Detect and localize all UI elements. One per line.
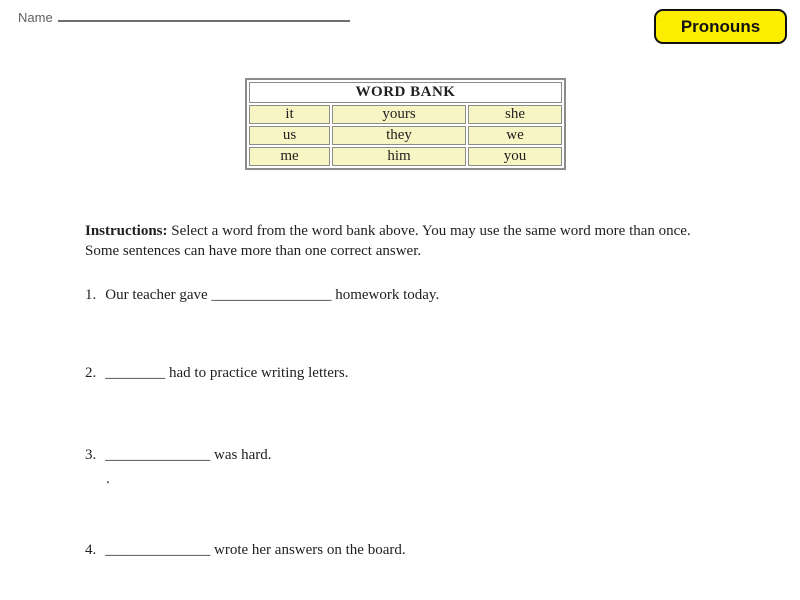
name-label: Name	[18, 10, 53, 25]
question-number: 3.	[85, 447, 97, 463]
pronouns-badge: Pronouns	[654, 9, 787, 44]
word-bank-cell: she	[468, 105, 562, 124]
word-bank-cell: it	[249, 105, 330, 124]
answer-blank[interactable]: ________	[105, 365, 166, 381]
instructions-text: Select a word from the word bank above. …	[85, 223, 691, 259]
table-row: us they we	[249, 126, 562, 145]
question-text-after: had to practice writing letters.	[169, 365, 349, 381]
question-text-after: wrote her answers on the board.	[214, 542, 406, 558]
badge-label: Pronouns	[680, 16, 761, 36]
question-number: 4.	[85, 542, 97, 558]
name-row: Name	[18, 10, 350, 25]
word-bank-cell: you	[468, 147, 562, 166]
table-row: me him you	[249, 147, 562, 166]
question-2: 2. ________ had to practice writing lette…	[85, 365, 349, 382]
word-bank-cell: me	[249, 147, 330, 166]
table-row: it yours she	[249, 105, 562, 124]
question-text-after: was hard.	[214, 447, 272, 463]
word-bank-header-row: WORD BANK	[249, 82, 562, 103]
word-bank-cell: him	[332, 147, 466, 166]
instructions-label: Instructions:	[85, 223, 168, 239]
answer-blank[interactable]: ________________	[211, 287, 332, 303]
question-number: 2.	[85, 365, 97, 381]
word-bank-cell: we	[468, 126, 562, 145]
question-number: 1.	[85, 287, 97, 303]
word-bank-table: WORD BANK it yours she us they we me him…	[245, 78, 566, 170]
word-bank-title: WORD BANK	[249, 82, 562, 103]
answer-blank[interactable]: ______________	[105, 447, 211, 463]
question-3: 3. ______________ was hard.	[85, 447, 271, 464]
question-text-before: Our teacher gave	[105, 287, 208, 303]
answer-blank[interactable]: ______________	[105, 542, 211, 558]
word-bank-cell: us	[249, 126, 330, 145]
question-1: 1. Our teacher gave ________________ home…	[85, 287, 439, 304]
word-bank-cell: yours	[332, 105, 466, 124]
name-blank-line[interactable]	[57, 10, 350, 22]
word-bank-cell: they	[332, 126, 466, 145]
instructions: Instructions: Select a word from the wor…	[85, 221, 707, 261]
question-text-after: homework today.	[335, 287, 440, 303]
stray-period: .	[106, 471, 110, 487]
question-4: 4. ______________ wrote her answers on th…	[85, 542, 406, 559]
